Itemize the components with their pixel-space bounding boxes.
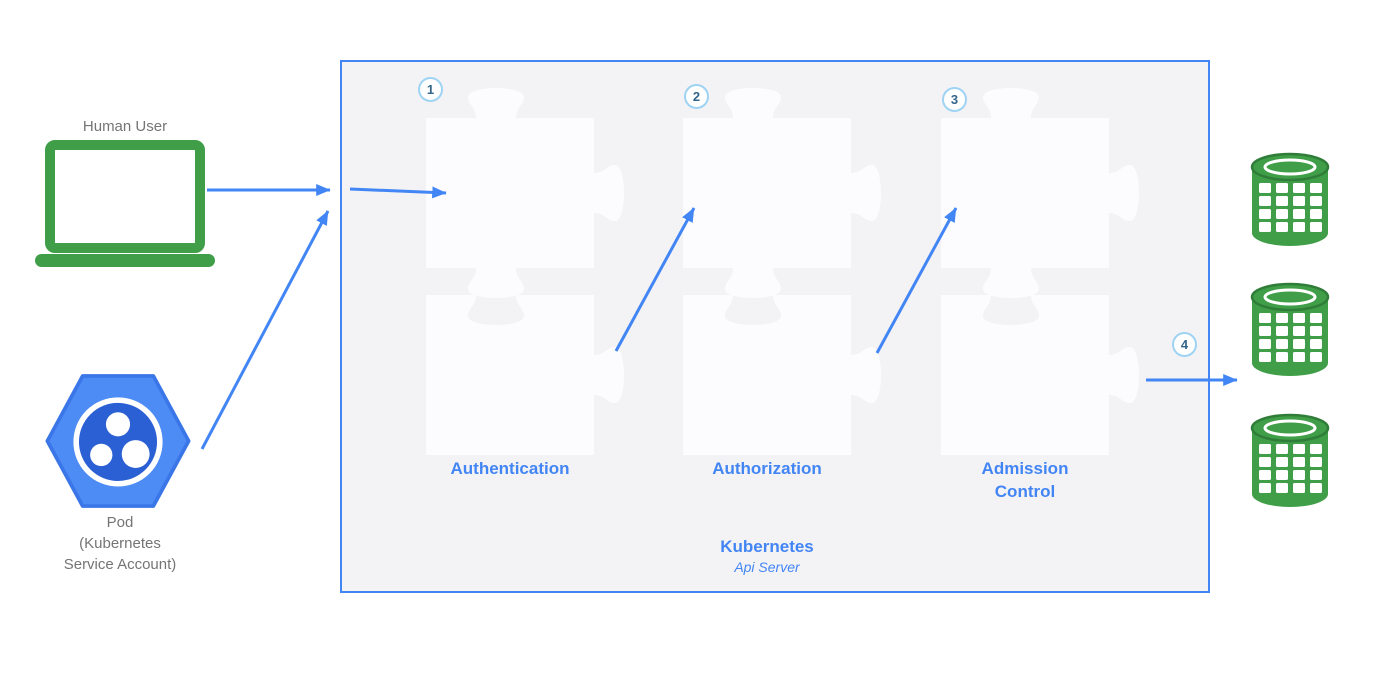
stage-label-admission-control: Admission Control [981, 459, 1069, 501]
step-badge-1: 1 [418, 77, 443, 102]
step-badge-4: 4 [1172, 332, 1197, 357]
pod-icon [45, 374, 191, 508]
laptop-icon [35, 140, 215, 267]
step-badge-3: 3 [942, 87, 967, 112]
admission-control-puzzle [941, 88, 1139, 455]
stage-label-authentication: Authentication [450, 459, 570, 478]
api-server-title: Kubernetes [720, 537, 814, 556]
api-server-subtitle: Api Server [734, 559, 800, 575]
arrow-pod-to-apiserver [200, 210, 330, 450]
pod-label: Pod (Kubernetes Service Account) [63, 514, 177, 573]
stage-label-authorization: Authorization [712, 459, 822, 478]
database-icon [1250, 152, 1330, 248]
authentication-puzzle [426, 88, 624, 455]
authorization-puzzle [683, 88, 881, 455]
human-user-label: Human User [82, 118, 168, 135]
database-icon [1250, 282, 1330, 378]
database-icon [1250, 413, 1330, 509]
step-badge-2: 2 [684, 84, 709, 109]
